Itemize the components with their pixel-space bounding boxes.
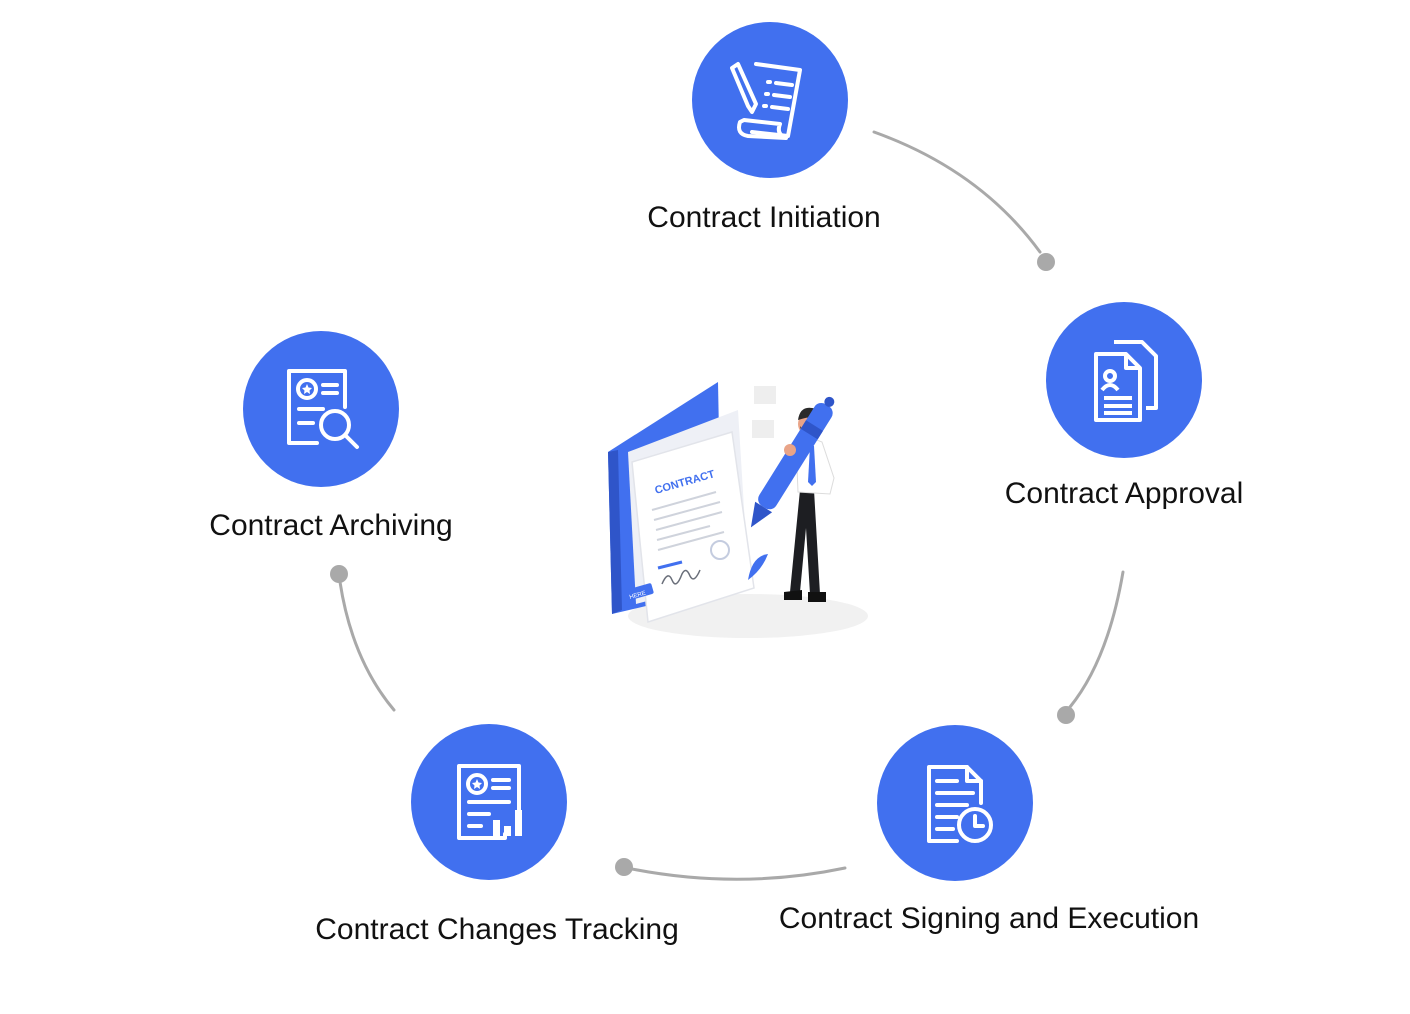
frame [754,386,776,404]
here-tab [626,583,654,601]
document-pen-icon [730,62,802,140]
man-legs [790,490,820,594]
connector-dot [1057,706,1075,724]
step-signing-label: Contract Signing and Execution [778,902,1200,935]
connector-dot [1037,253,1055,271]
giant-pen [750,396,835,528]
contract-page [631,431,755,623]
connector-dot [330,565,348,583]
step-approval-label: Contract Approval [1004,477,1244,510]
documents-profile-icon [1094,340,1158,422]
frame [752,420,774,438]
here-tab-label: HERE [629,591,647,601]
signature [661,569,701,585]
step-initiation-label: Contract Initiation [647,201,881,234]
man-tie [808,446,816,486]
step-changes-label: Contract Changes Tracking [315,913,679,946]
step-archiving-label: Contract Archiving [209,509,453,542]
man-shoes [784,590,826,602]
connector-approval-signing [1068,570,1125,709]
man-signing-contract-illustration: CONTRACT HERE [598,378,868,648]
connector-initiation-approval [872,130,1042,254]
step-approval-circle [1046,302,1202,458]
document-search-icon [287,369,359,449]
step-initiation-circle [692,22,848,178]
step-changes-circle [411,724,567,880]
signature-highlight [657,560,683,570]
document-clock-icon [927,765,993,843]
man-hand [784,444,796,456]
document-chart-icon [457,764,522,840]
connector-dot [615,858,633,876]
connector-changes-archiving [338,580,396,712]
binder-spine [608,450,622,614]
step-archiving-circle [243,331,399,487]
stamp [710,540,730,560]
connector-signing-changes [630,866,847,881]
plant-leaf [748,554,768,580]
step-signing-circle [877,725,1033,881]
